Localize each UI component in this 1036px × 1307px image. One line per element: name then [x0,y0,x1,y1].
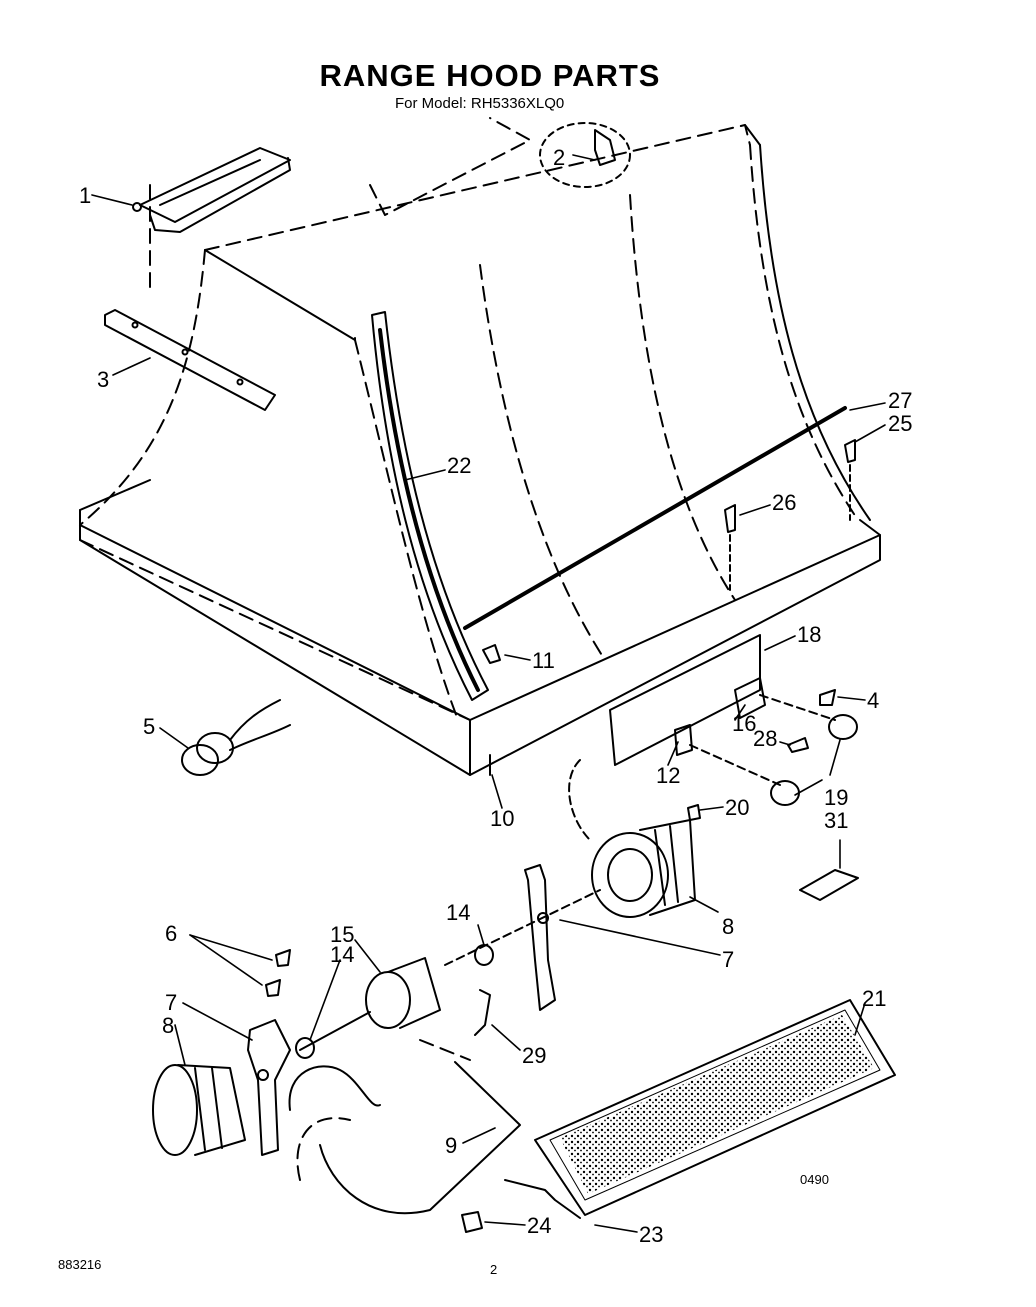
wire-harness [288,1065,381,1111]
callout-numbers: 1 2 3 22 27 25 26 11 18 4 5 16 28 12 10 … [79,145,912,1247]
callout-leaders [91,154,886,1233]
callout-5: 5 [143,714,155,739]
callout-9: 9 [445,1133,457,1158]
part-8-blower-wheel-left [152,1064,246,1156]
model-subtitle: For Model: RH5336XLQ0 [395,95,565,112]
part-4-screw [819,689,836,706]
part-14-grommet-left [295,1037,315,1059]
callout-12: 12 [656,763,680,788]
callout-22: 22 [447,453,471,478]
callout-8-left: 8 [162,1013,174,1038]
part-23-rod [504,1179,581,1219]
callout-28: 28 [753,726,777,751]
callout-20: 20 [725,795,749,820]
part-26-clip [724,504,736,591]
part-24-nut [461,1211,483,1233]
part-20-setscrew [687,804,701,821]
part-9-housing [319,1061,521,1215]
callout-6: 6 [165,921,177,946]
part-6-screws [265,949,291,997]
callout-23: 23 [639,1222,663,1247]
part-25-clip [844,439,856,521]
part-8-blower-wheel-right [591,819,696,918]
callout-7-right: 7 [722,947,734,972]
callout-26: 26 [772,490,796,515]
part-27-rod [463,406,847,630]
part-21-grease-filter [534,999,896,1216]
part-14-grommet-right [474,944,494,966]
callout-14-right: 14 [446,900,470,925]
part-31-label [799,869,859,901]
callout-27: 27 [888,388,912,413]
callout-19: 19 [824,785,848,810]
callout-16: 16 [732,711,756,736]
callout-7-left: 7 [165,990,177,1015]
page-title: RANGE HOOD PARTS [319,58,661,93]
part-7-motor-bracket-left [247,1019,291,1156]
filter-mesh [560,1015,874,1194]
part-28-spring [787,737,809,753]
callout-11: 11 [532,648,555,673]
callout-24: 24 [527,1213,551,1238]
callout-25: 25 [888,411,912,436]
part-1-light-housing [132,147,291,233]
part-3-mounting-bracket [104,309,276,411]
callout-2: 2 [553,145,565,170]
part-15-blower-motor [299,957,441,1051]
callout-31: 31 [824,808,848,833]
callout-18: 18 [797,622,821,647]
part-5-connector [181,699,291,776]
callout-3: 3 [97,367,109,392]
callout-14-left: 14 [330,942,354,967]
part-11-screw [482,644,501,664]
callout-8-right: 8 [722,914,734,939]
date-code: 0490 [800,1172,829,1187]
part-22-trim-strip [371,311,489,701]
part-2-lamp-socket [539,122,631,188]
document-number: 883216 [58,1257,102,1272]
page-number: 2 [490,1262,498,1277]
hood-front-rail [79,124,881,776]
part-29-clip [474,989,491,1036]
callout-15: 15 [330,922,354,947]
callout-10: 10 [490,806,514,831]
callout-1: 1 [79,183,91,208]
callout-29: 29 [522,1043,546,1068]
callout-4: 4 [867,688,879,713]
callout-21: 21 [862,986,886,1011]
part-7-motor-bracket-right [444,864,601,1011]
